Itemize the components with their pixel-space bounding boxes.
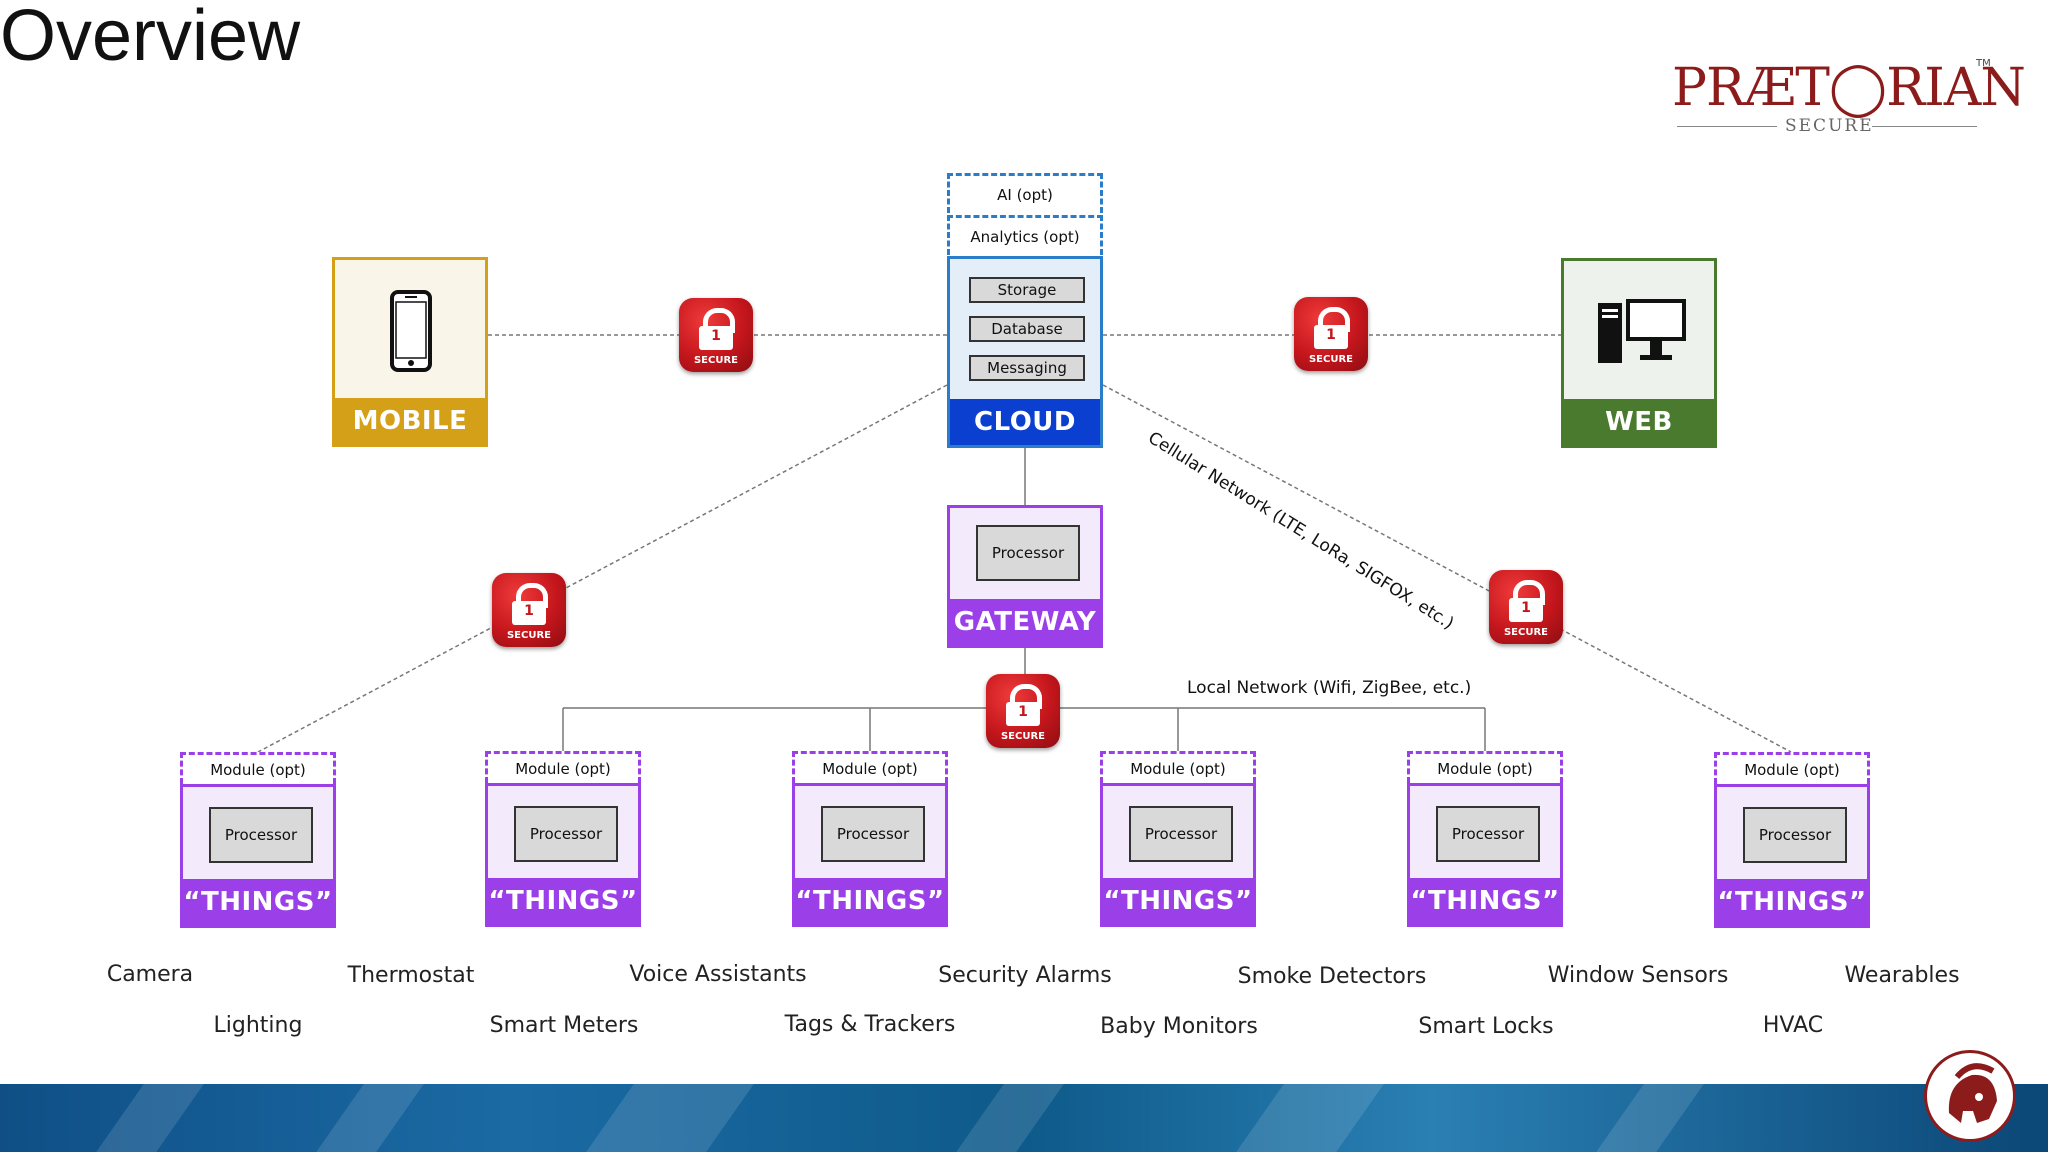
thing-module: Module (opt) [485,751,641,783]
thing-node: Processor “THINGS” [1714,784,1870,928]
cloud-thing6-link [1102,384,1792,753]
web-label: WEB [1564,399,1714,445]
secure-text: SECURE [1000,731,1046,742]
example-smart-meters: Smart Meters [489,1013,639,1038]
thing-processor: Processor [1436,806,1540,862]
local-network-label: Local Network (Wifi, ZigBee, etc.) [1187,678,1472,698]
secure-lock-icon: 1 SECURE [986,674,1060,748]
example-voice-assistants: Voice Assistants [629,962,807,987]
example-baby-monitors: Baby Monitors [1100,1014,1258,1039]
logo-rule-right [1872,126,1977,127]
gateway-processor: Processor [976,525,1080,581]
example-smoke-detectors: Smoke Detectors [1237,964,1427,989]
example-hvac: HVAC [1762,1013,1824,1038]
thing-processor: Processor [821,806,925,862]
example-camera: Camera [106,962,194,987]
thing-node: Processor “THINGS” [792,783,948,927]
thing-label: “THINGS” [488,878,638,924]
thing-label: “THINGS” [795,878,945,924]
thing-processor: Processor [1743,807,1847,863]
mobile-node: MOBILE [332,257,488,447]
gateway-node: Processor GATEWAY [947,505,1103,648]
thing-label: “THINGS” [1103,878,1253,924]
desktop-computer-icon [1598,299,1686,363]
gateway-label: GATEWAY [950,599,1100,645]
thing-module: Module (opt) [1100,751,1256,783]
thing-node: Processor “THINGS” [180,784,336,928]
slide-title: Overview [0,0,301,76]
cloud-analytics-layer: Analytics (opt) [947,215,1103,255]
thing-node: Processor “THINGS” [485,783,641,927]
praetorian-logo: PRÆT◯RIAN TM SECURE [1672,52,2026,142]
thing-processor: Processor [514,806,618,862]
cloud-database: Database [969,316,1085,342]
secure-text: SECURE [1308,354,1354,365]
cloud-node: Storage Database Messaging CLOUD [947,256,1103,448]
cloud-ai-layer: AI (opt) [947,173,1103,213]
web-node: WEB [1561,258,1717,448]
thing-label: “THINGS” [183,879,333,925]
secure-lock-icon: 1 SECURE [679,298,753,372]
secure-text: SECURE [1503,627,1549,638]
secure-text: SECURE [506,630,552,641]
spartan-helmet-icon [1924,1050,2016,1142]
thing-node: Processor “THINGS” [1100,783,1256,927]
secure-lock-icon: 1 SECURE [492,573,566,647]
thing-module: Module (opt) [180,752,336,784]
logo-trademark: TM [1976,58,1991,69]
logo-rule-left [1677,126,1777,127]
thing-node: Processor “THINGS” [1407,783,1563,927]
example-wearables: Wearables [1844,963,1960,988]
example-window-sensors: Window Sensors [1547,963,1729,988]
secure-lock-icon: 1 SECURE [1294,297,1368,371]
example-smart-locks: Smart Locks [1418,1014,1554,1039]
mobile-label: MOBILE [335,398,485,444]
cloud-label: CLOUD [950,399,1100,445]
thing-processor: Processor [1129,806,1233,862]
smartphone-icon [390,290,432,372]
logo-subtitle: SECURE [1785,116,1874,136]
thing-label: “THINGS” [1717,879,1867,925]
cloud-messaging: Messaging [969,355,1085,381]
example-lighting: Lighting [213,1013,303,1038]
thing-module: Module (opt) [792,751,948,783]
example-tags-trackers: Tags & Trackers [784,1012,956,1037]
thing-module: Module (opt) [1407,751,1563,783]
thing-processor: Processor [209,807,313,863]
footer-band [0,1084,2048,1152]
logo-wordmark: PRÆT◯RIAN [1672,58,2026,118]
secure-text: SECURE [693,355,739,366]
example-thermostat: Thermostat [347,963,475,988]
cloud-storage: Storage [969,277,1085,303]
secure-lock-icon: 1 SECURE [1489,570,1563,644]
thing-module: Module (opt) [1714,752,1870,784]
thing-label: “THINGS” [1410,878,1560,924]
example-security-alarms: Security Alarms [938,963,1112,988]
